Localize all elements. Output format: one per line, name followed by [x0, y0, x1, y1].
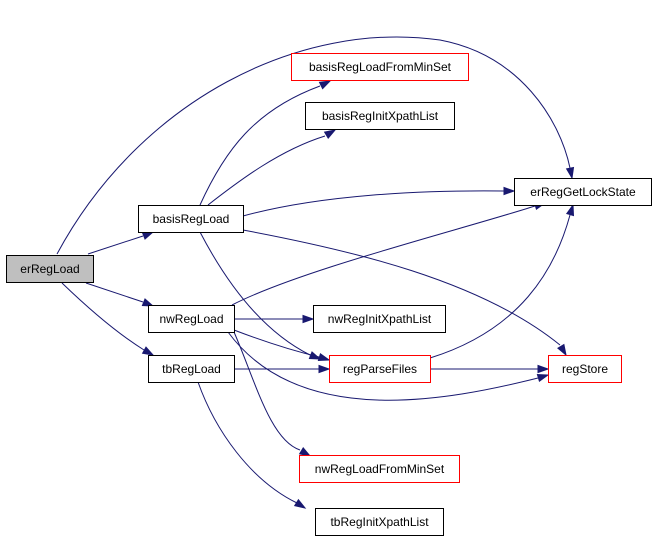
arrowhead [293, 498, 307, 509]
node-box[interactable] [514, 178, 652, 206]
edge-nwRegLoad-to-erRegGetLockState [231, 201, 547, 306]
node-nwRegLoad[interactable]: nwRegLoad [148, 305, 235, 333]
arrowhead [318, 364, 331, 374]
edge-line [199, 231, 311, 356]
node-box[interactable] [138, 205, 244, 233]
edge-line [242, 190, 505, 217]
edge-line [197, 381, 298, 504]
node-label: regStore [562, 362, 608, 376]
node-label: nwRegInitXpathList [328, 312, 432, 326]
edge-line [233, 329, 320, 358]
node-erRegLoad[interactable]: erRegLoad [6, 255, 94, 283]
node-box[interactable] [329, 355, 431, 383]
node-regStore[interactable]: regStore [548, 355, 622, 383]
edge-line [242, 229, 561, 346]
node-erRegGetLockState[interactable]: erRegGetLockState [514, 178, 652, 206]
edge-layer [56, 36, 575, 509]
edge-line [56, 36, 571, 255]
edge-basisRegLoad-to-regStore [242, 229, 567, 357]
edge-basisRegLoad-to-erRegGetLockState [242, 186, 516, 217]
node-basisRegLoad[interactable]: basisRegLoad [138, 205, 244, 233]
node-regParseFiles[interactable]: regParseFiles [329, 355, 431, 383]
node-nwRegLoadFromMinSet[interactable]: nwRegLoadFromMinSet [299, 455, 460, 483]
edge-line [227, 331, 539, 401]
arrowhead [323, 129, 337, 139]
node-nwRegInitXpathList[interactable]: nwRegInitXpathList [313, 305, 446, 333]
node-box[interactable] [305, 102, 455, 130]
edge-line [61, 282, 145, 351]
arrowhead [565, 203, 575, 217]
edge-line [233, 331, 301, 451]
node-label: erRegGetLockState [530, 185, 636, 199]
node-label: nwRegLoadFromMinSet [315, 462, 445, 476]
edge-line [231, 205, 536, 306]
edge-tbRegLoad-to-tbRegInitXpathList [197, 381, 307, 509]
arrowhead [302, 314, 315, 324]
edge-erRegLoad-to-nwRegLoad [85, 282, 155, 307]
node-label: erRegLoad [20, 262, 79, 276]
arrowhead [565, 166, 575, 180]
node-label: tbRegInitXpathList [330, 515, 429, 529]
node-box[interactable] [291, 53, 469, 81]
arrowhead [318, 80, 332, 90]
edge-erRegLoad-to-basisRegLoad [87, 231, 155, 255]
arrowhead [537, 364, 550, 374]
arrowhead [557, 343, 567, 357]
edge-line [87, 235, 144, 255]
node-box[interactable] [148, 305, 235, 333]
edge-nwRegLoad-to-regStore [227, 331, 550, 401]
edge-nwRegLoad-to-nwRegLoadFromMinSet [233, 331, 312, 457]
edge-erRegLoad-to-tbRegLoad [61, 282, 155, 356]
node-label: regParseFiles [343, 362, 417, 376]
node-box[interactable] [6, 255, 94, 283]
node-label: nwRegLoad [159, 312, 223, 326]
edge-line [199, 85, 321, 206]
arrowhead [141, 298, 155, 307]
edge-basisRegLoad-to-basisRegLoadFromMinSet [199, 80, 332, 206]
node-label: basisRegLoadFromMinSet [309, 60, 452, 74]
node-box[interactable] [148, 355, 235, 383]
node-tbRegInitXpathList[interactable]: tbRegInitXpathList [315, 508, 444, 536]
node-basisRegLoadFromMinSet[interactable]: basisRegLoadFromMinSet [291, 53, 469, 81]
node-box[interactable] [313, 305, 446, 333]
arrowhead [298, 447, 312, 457]
node-box[interactable] [548, 355, 622, 383]
edge-line [207, 135, 326, 206]
edge-nwRegLoad-to-nwRegInitXpathList [234, 314, 315, 324]
edge-basisRegLoad-to-basisRegInitXpathList [207, 129, 337, 206]
node-layer: erRegLoad basisRegLoadFromMinSet basisRegI… [6, 53, 652, 536]
node-basisRegInitXpathList[interactable]: basisRegInitXpathList [305, 102, 455, 130]
edge-line [85, 282, 144, 303]
node-label: basisRegLoad [153, 212, 230, 226]
arrowhead [141, 346, 155, 356]
edge-line [429, 214, 571, 359]
arrowhead [141, 231, 155, 240]
node-label: tbRegLoad [162, 362, 221, 376]
edge-erRegLoad-to-erRegGetLockState [56, 36, 575, 255]
edge-nwRegLoad-to-regParseFiles [233, 329, 331, 362]
arrowhead [317, 352, 331, 362]
edge-regParseFiles-to-erRegGetLockState [429, 203, 575, 359]
arrowhead [536, 373, 550, 383]
arrowhead [503, 186, 516, 196]
node-box[interactable] [315, 508, 444, 536]
node-tbRegLoad[interactable]: tbRegLoad [148, 355, 235, 383]
node-label: basisRegInitXpathList [322, 109, 439, 123]
edge-regParseFiles-to-regStore [430, 364, 550, 374]
edge-tbRegLoad-to-regParseFiles [234, 364, 331, 374]
node-box[interactable] [299, 455, 460, 483]
